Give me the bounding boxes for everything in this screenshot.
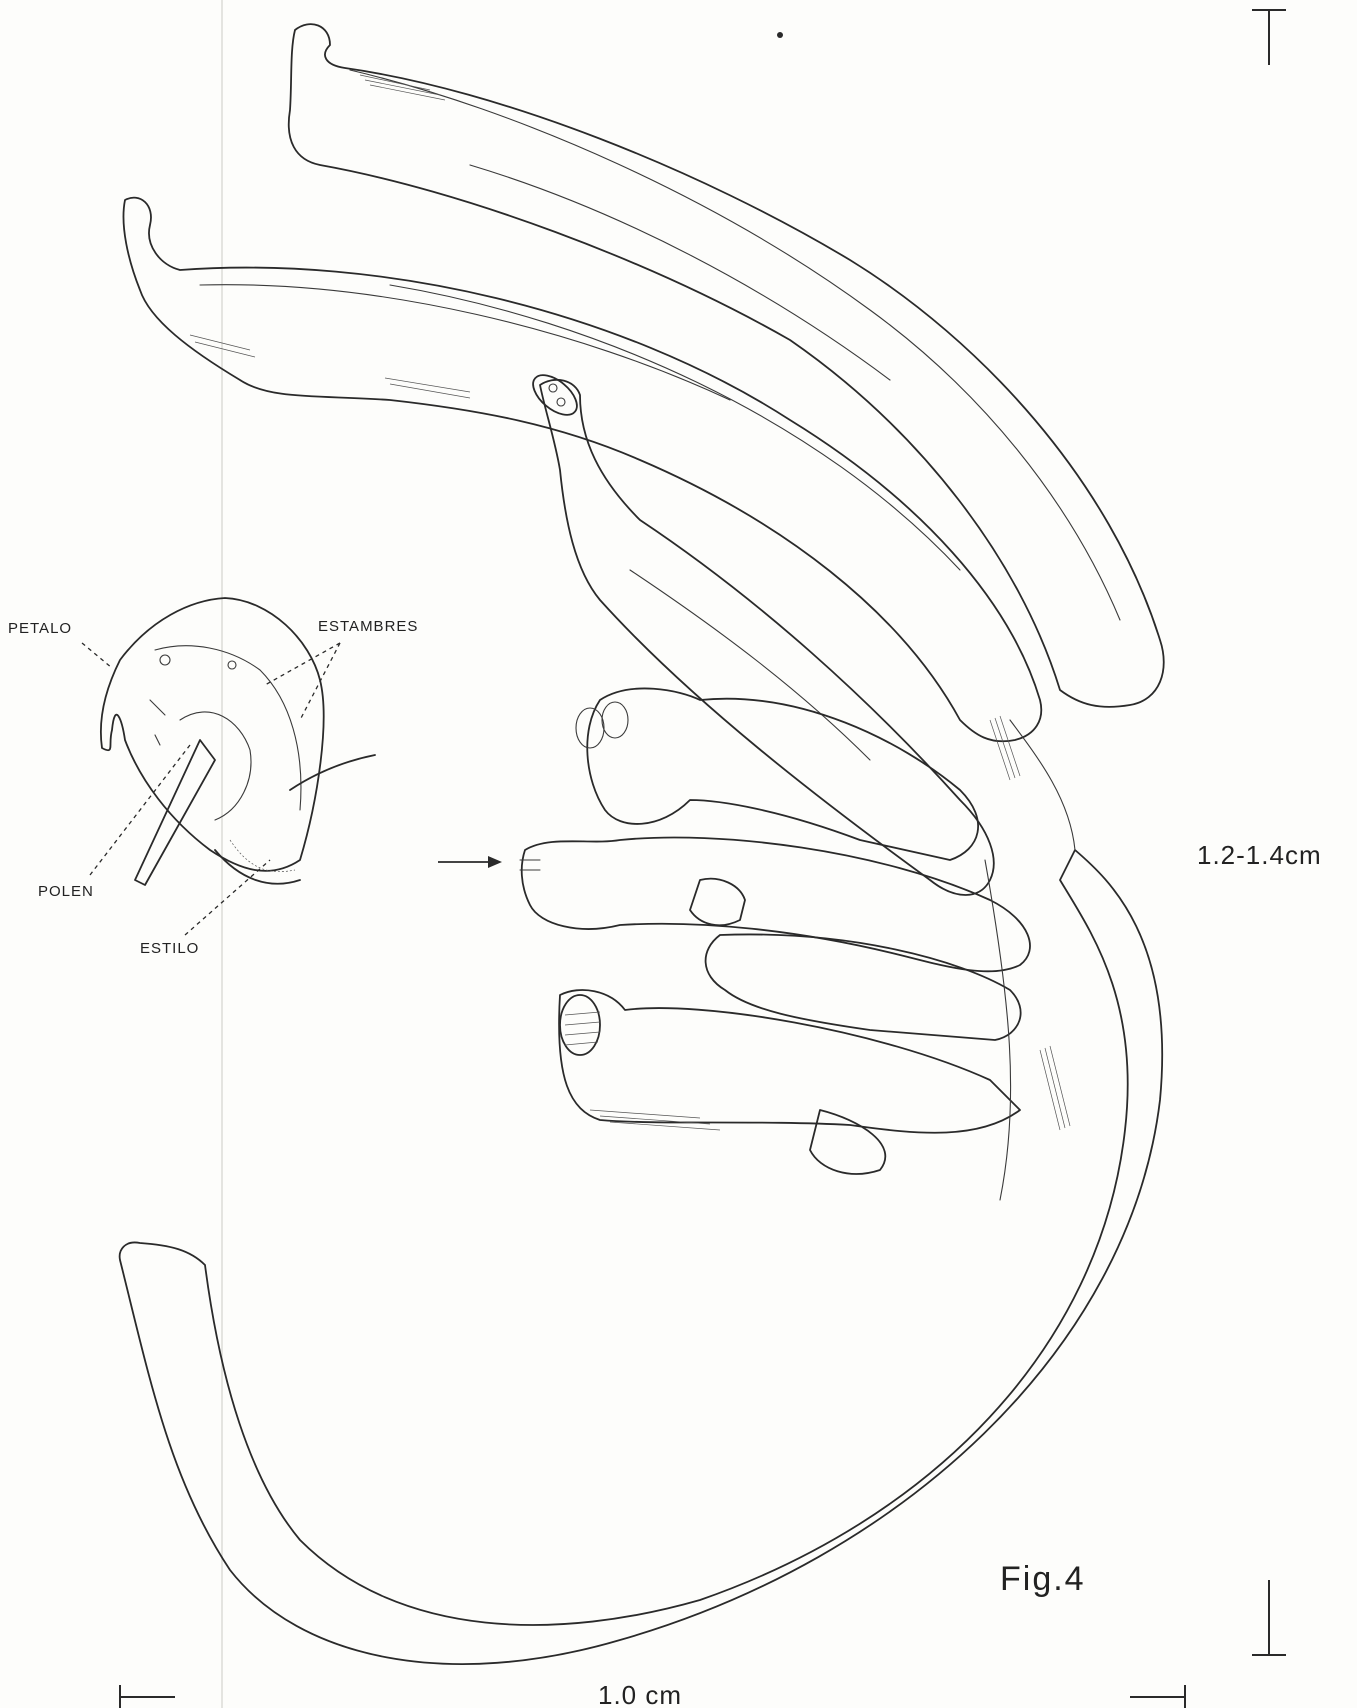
- style-petal: [123, 198, 1041, 742]
- upper-petal: [289, 24, 1164, 707]
- figure-number: Fig.4: [1000, 1560, 1086, 1599]
- horizontal-scale-label: 1.0 cm: [598, 1680, 682, 1708]
- label-estilo: ESTILO: [140, 940, 199, 957]
- pedicel-arc: [120, 720, 1163, 1664]
- style-column: [526, 368, 1020, 895]
- label-petalo: PETALO: [8, 620, 72, 637]
- pointer-arrow: [438, 856, 502, 868]
- vertical-scale-label: 1.2-1.4cm: [1197, 840, 1322, 871]
- label-polen: POLEN: [38, 883, 94, 900]
- label-estambres: ESTAMBRES: [318, 618, 418, 635]
- inset-flower: [101, 598, 375, 885]
- ink-speck: [777, 32, 783, 38]
- vertical-scale-bar: [1252, 10, 1286, 1655]
